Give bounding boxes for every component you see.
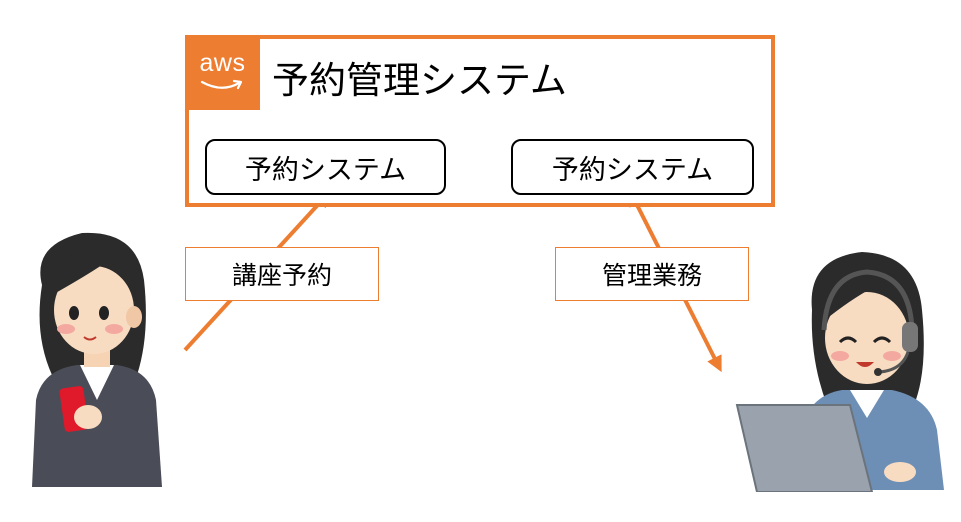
aws-logo: aws — [185, 35, 260, 110]
operator-with-headset-icon — [735, 252, 944, 492]
diagram-title: 予約管理システム — [272, 59, 567, 102]
reservation-system-node-right: 予約システム — [511, 139, 754, 195]
admin-work-label: 管理業務 — [555, 247, 749, 301]
aws-logo-text: aws — [199, 49, 246, 77]
course-booking-label: 講座予約 — [185, 247, 379, 301]
reservation-system-node-left: 予約システム — [205, 139, 446, 195]
aws-smile-icon — [200, 79, 243, 90]
woman-with-smartphone-icon — [32, 232, 162, 487]
